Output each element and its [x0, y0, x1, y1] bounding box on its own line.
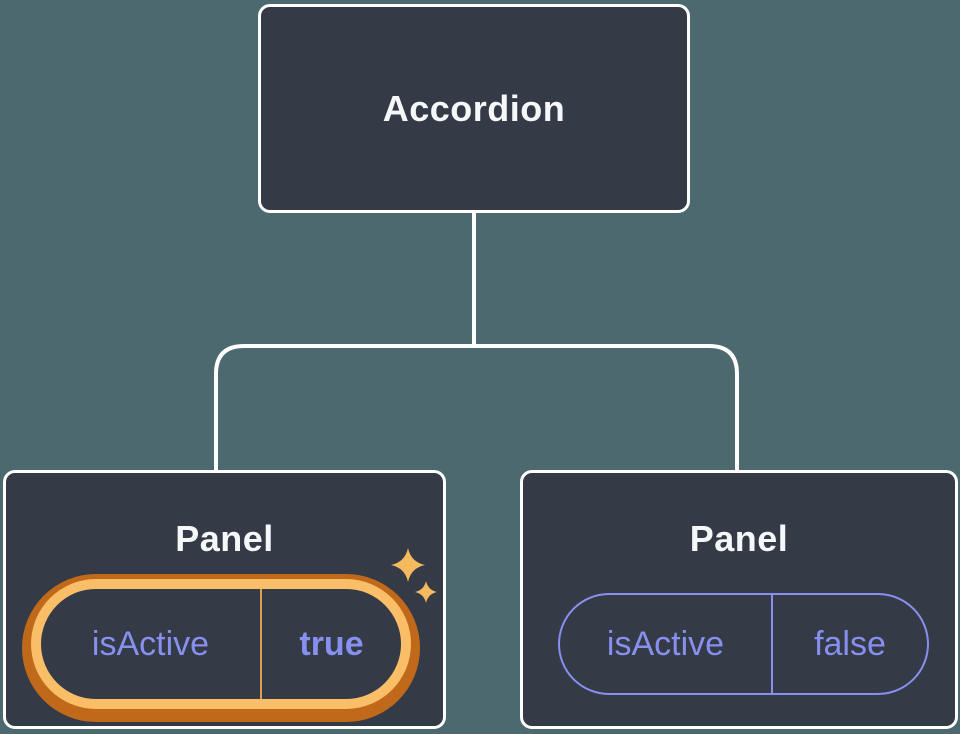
pill-divider: [260, 589, 262, 699]
accordion-node-label: Accordion: [382, 87, 566, 129]
panel-title: Panel: [175, 518, 274, 559]
prop-value-label: false: [814, 625, 886, 663]
connector-branch: [214, 344, 739, 471]
accordion-node: Accordion: [258, 4, 690, 213]
prop-name-label: isActive: [606, 625, 725, 663]
prop-value-label: true: [299, 625, 364, 663]
pill-divider: [771, 595, 773, 693]
prop-name-label: isActive: [91, 625, 210, 663]
prop-pill-inactive: isActive false: [558, 593, 929, 695]
panel-node-inactive: Panel isActive false: [520, 470, 958, 729]
panel-title: Panel: [689, 518, 789, 559]
sparkle-small-icon: [415, 581, 437, 603]
prop-pill-active: isActive true: [41, 589, 401, 699]
panel-node-active: Panel isActive true: [3, 470, 446, 729]
